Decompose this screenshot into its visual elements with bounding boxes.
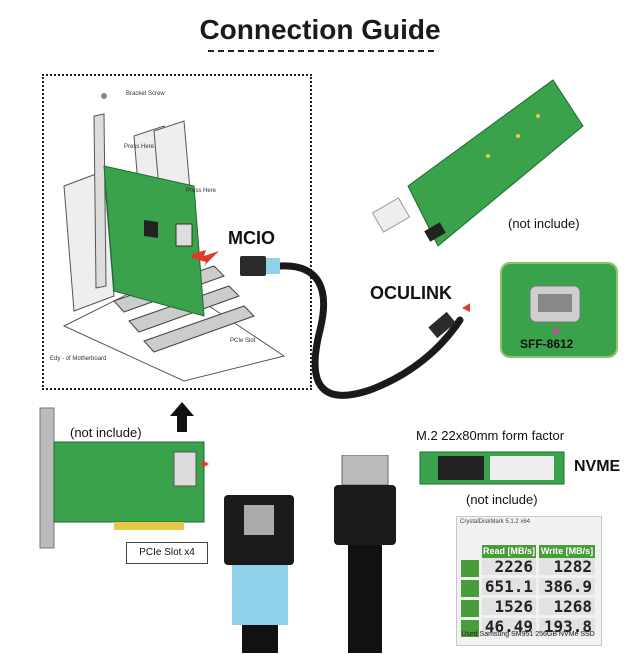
row-label-1	[461, 560, 479, 577]
pcie-slot-label: PCIe Slot	[230, 338, 256, 344]
installation-diagram: Bracket Screw Press Here Press Here PCIe…	[50, 91, 286, 382]
connector-closeup	[224, 455, 396, 653]
sff-8612-label: SFF-8612	[520, 337, 574, 351]
row-label-3	[461, 600, 479, 617]
motherboard-label: Edy - of Motherboard	[50, 356, 106, 362]
write-header: Write [MB/s]	[539, 545, 595, 558]
read-value-3: 1526	[482, 598, 536, 615]
write-value-4: 193.8	[539, 618, 595, 635]
benchmark-footer: Used Samsung SM951 256GB NVMe SSD	[461, 631, 595, 638]
m2-form-factor-label: M.2 22x80mm form factor	[416, 428, 565, 443]
write-value-1: 1282	[539, 558, 595, 575]
row-label-4	[461, 620, 479, 637]
row-label-2	[461, 580, 479, 597]
read-value-2: 651.1	[482, 578, 536, 595]
nvme-ssd	[419, 451, 565, 485]
title-underline	[208, 50, 434, 52]
screw-icon	[101, 93, 107, 99]
not-include-label-card: (not include)	[70, 425, 142, 440]
mcio-label: MCIO	[228, 228, 275, 248]
press-here-label-1: Press Here	[124, 144, 155, 150]
not-include-label-ssd: (not include)	[466, 492, 538, 507]
oculink-label: OCULINK	[370, 283, 452, 303]
installation-diagram-frame	[42, 74, 312, 390]
read-header: Read [MB/s]	[482, 545, 536, 558]
pcie-x4-label: PCIe Slot x4	[126, 542, 208, 564]
pcie-host-card	[39, 407, 209, 549]
mcio-oculink-cable	[240, 256, 470, 399]
write-value-2: 386.9	[539, 578, 595, 595]
read-value-4: 46.49	[482, 618, 536, 635]
page-title: Connection Guide	[199, 14, 441, 45]
bracket-screw-label: Bracket Screw	[126, 91, 165, 97]
read-value-1: 2226	[482, 558, 536, 575]
sff-callout	[500, 262, 618, 358]
press-here-label-2: Press Here	[186, 188, 217, 194]
nvme-label: NVME	[574, 458, 621, 475]
arrow-up-icon	[170, 402, 194, 432]
benchmark-title: CrystalDiskMark 5.1.2 x64	[460, 519, 531, 525]
not-include-label-adapter: (not include)	[508, 216, 580, 231]
write-value-3: 1268	[539, 598, 595, 615]
m2-adapter-board	[371, 79, 584, 247]
